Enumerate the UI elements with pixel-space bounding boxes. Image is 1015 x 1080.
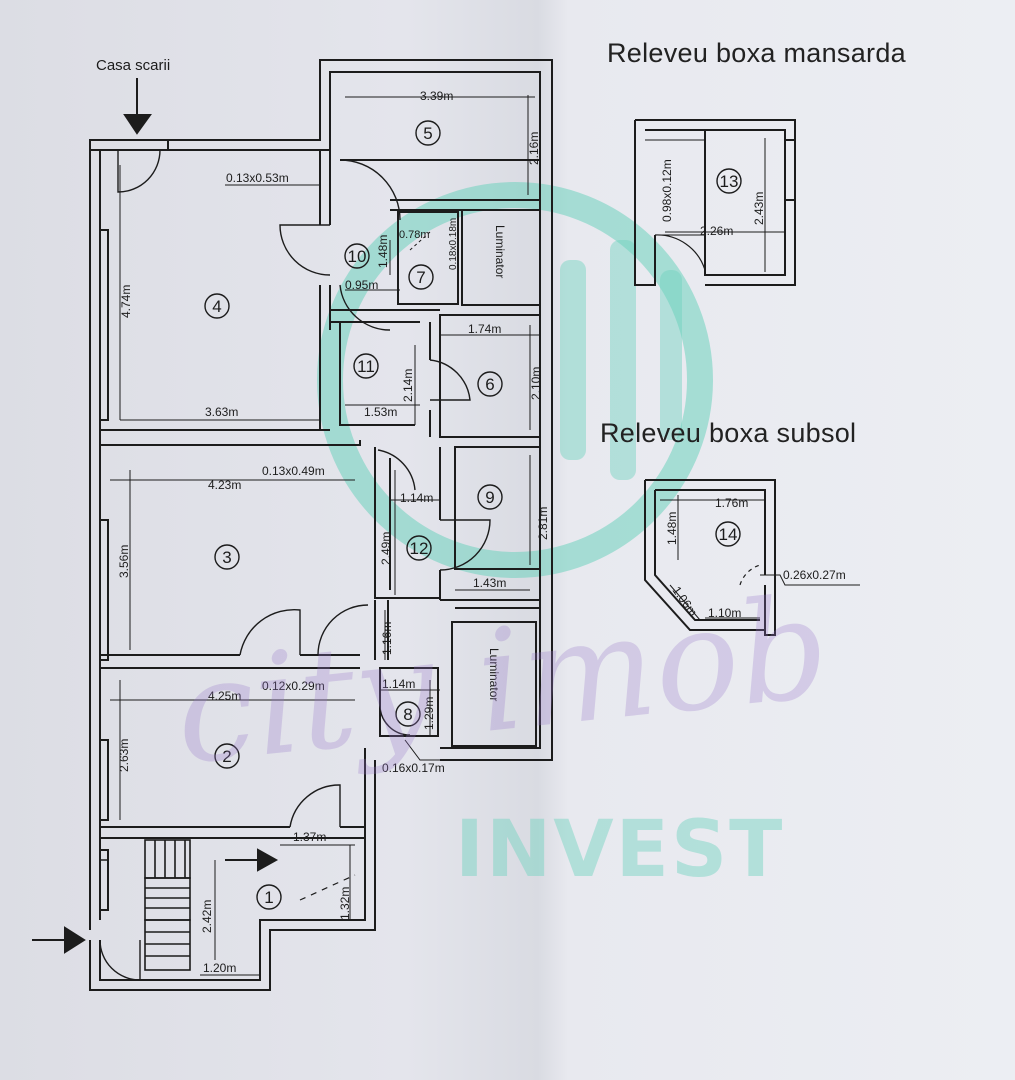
dimension: 1.43m [473,576,506,590]
door-arc [117,149,161,193]
room-number: 12 [410,539,429,558]
dimension: 2.81m [536,507,550,540]
door-arc [289,784,341,828]
door-arc [339,159,401,221]
door-arc [429,359,471,401]
dimension: 1.29m [422,697,436,730]
dimension: 1.10m [708,606,741,620]
dimension: 0.26x0.27m [783,568,846,582]
dimension: 2.63m [117,739,131,772]
room-number: 14 [719,525,738,544]
dimension: 1.37m [293,830,326,844]
dimension: 1.16m [380,622,394,655]
outer-wall [89,139,169,151]
room-number: 13 [720,172,739,191]
dimension: 4.23m [208,478,241,492]
room-number: 6 [485,375,494,394]
room-number: 1 [264,888,273,907]
dimension: 1.48m [665,512,679,545]
room-number: 11 [357,357,375,376]
dimension: 3.56m [117,545,131,578]
dimension: 0.12x0.29m [262,679,325,693]
door-arc [439,519,491,571]
door-arc [379,704,411,736]
outer-wall [89,140,101,930]
room-number: 2 [222,747,231,766]
room-number: 5 [423,124,432,143]
dimension: 2.14m [401,369,415,402]
room-number: 9 [485,488,494,507]
dimension: 0.95m [345,278,378,292]
skylight-label: Luminator [493,225,507,278]
staircase-label: Casa scarii [96,57,170,74]
attic-title: Releveu boxa mansarda [607,38,906,68]
dimension: 2.42m [200,900,214,933]
door-arc [377,449,416,491]
dimension: 3.63m [205,405,238,419]
dimension: 0.98x0.12m [660,159,674,222]
door-arc [279,224,331,276]
door-arc [239,608,301,656]
door-arc [317,604,369,656]
dimension: 0.16x0.17m [382,761,445,775]
door-arc [99,939,141,981]
skylight-label: Luminator [487,648,501,701]
dimension: 1.76m [715,496,748,510]
dimension: 4.74m [119,285,133,318]
dimension: 4.25m [208,689,241,703]
dimension: 0.13x0.49m [262,464,325,478]
dimension: 1.20m [203,961,236,975]
basement-title: Releveu boxa subsol [600,418,857,448]
dimension: 0.13x0.53m [226,171,289,185]
dimension: 1.14m [400,491,433,505]
room-number: 3 [222,548,231,567]
room-number: 10 [348,247,367,266]
dimension: 2.26m [700,224,733,238]
room-number: 7 [416,268,425,287]
room-number: 4 [212,297,221,316]
dimension: 1.74m [468,322,501,336]
dimension: 2.16m [527,132,541,165]
dimension: 3.39m [420,89,453,103]
dimension: 2.49m [379,532,393,565]
dimension: 0.18x0.18m [448,218,459,270]
room-number: 8 [403,705,412,724]
dimension: 2.43m [752,192,766,225]
dimension: 1.14m [382,677,415,691]
dimension: 2.10m [529,367,543,400]
dimension: 1.48m [376,235,390,268]
door-arc [339,284,391,331]
dimension: 1.53m [364,405,397,419]
dimension: 0.78m [399,229,430,241]
dimension: 1.32m [338,887,352,920]
